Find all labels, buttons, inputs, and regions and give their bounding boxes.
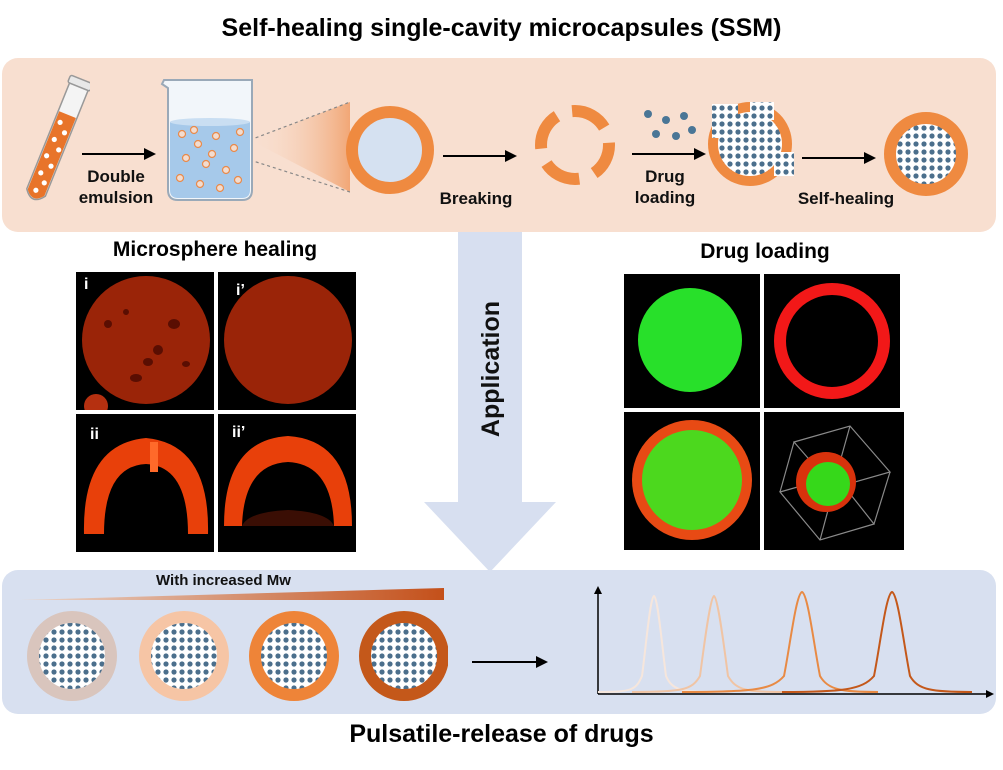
beaker-icon bbox=[160, 79, 350, 201]
diagram-title: Self-healing single-cavity microcapsules… bbox=[221, 14, 782, 42]
drug-loading-title: Drug loading bbox=[700, 240, 830, 263]
drug-loading-image-merged bbox=[624, 412, 760, 550]
mw-label: With increased Mw bbox=[156, 572, 291, 589]
drug-molecules-icon bbox=[644, 110, 696, 140]
bottom-title: Pulsatile-release of drugs bbox=[349, 720, 654, 748]
release-profile-plot bbox=[594, 586, 994, 698]
microsphere-healing-title: Microsphere healing bbox=[112, 238, 318, 261]
mw-gradient-wedge-icon bbox=[20, 588, 444, 600]
arrow-icon bbox=[802, 152, 876, 164]
image-tag: i’ bbox=[236, 282, 245, 299]
image-tag: ii’ bbox=[232, 424, 246, 441]
drug-loading-image-red bbox=[764, 274, 900, 408]
double-emulsion-label: Double emulsion bbox=[78, 167, 154, 207]
loaded-broken-capsule-icon bbox=[708, 102, 794, 186]
broken-capsule-icon bbox=[535, 105, 615, 185]
image-tag: ii bbox=[90, 426, 99, 443]
drug-loading-image-3d bbox=[764, 412, 904, 550]
application-arrow-icon bbox=[424, 232, 556, 572]
capsule-series bbox=[27, 611, 448, 701]
microsphere-image-ii-prime: ii’ bbox=[218, 414, 356, 552]
capsule-3 bbox=[249, 611, 339, 701]
release-curve-2 bbox=[631, 594, 783, 693]
arrow-icon bbox=[632, 148, 706, 160]
empty-capsule-icon bbox=[346, 106, 434, 194]
drug-loading-step-label: Drug loading bbox=[634, 167, 696, 207]
drug-loading-image-green bbox=[624, 274, 760, 408]
release-curve-1 bbox=[597, 594, 713, 693]
release-curve-3 bbox=[681, 590, 879, 693]
capsule-2 bbox=[139, 611, 229, 701]
capsule-1 bbox=[27, 611, 117, 701]
breaking-label: Breaking bbox=[439, 189, 513, 208]
arrow-icon bbox=[82, 148, 156, 160]
microsphere-image-i-prime: i’ bbox=[218, 272, 356, 410]
arrow-icon bbox=[443, 150, 517, 162]
application-label: Application bbox=[477, 300, 505, 438]
arrow-icon bbox=[472, 656, 548, 668]
capsule-4 bbox=[359, 611, 448, 701]
microsphere-image-ii: ii bbox=[76, 414, 214, 552]
image-tag: i bbox=[84, 276, 89, 293]
microsphere-image-i: i bbox=[76, 272, 214, 410]
healed-capsule-icon bbox=[884, 112, 968, 196]
self-healing-label: Self-healing bbox=[797, 189, 895, 208]
test-tube-icon bbox=[26, 74, 90, 201]
release-curve-4 bbox=[781, 590, 973, 693]
